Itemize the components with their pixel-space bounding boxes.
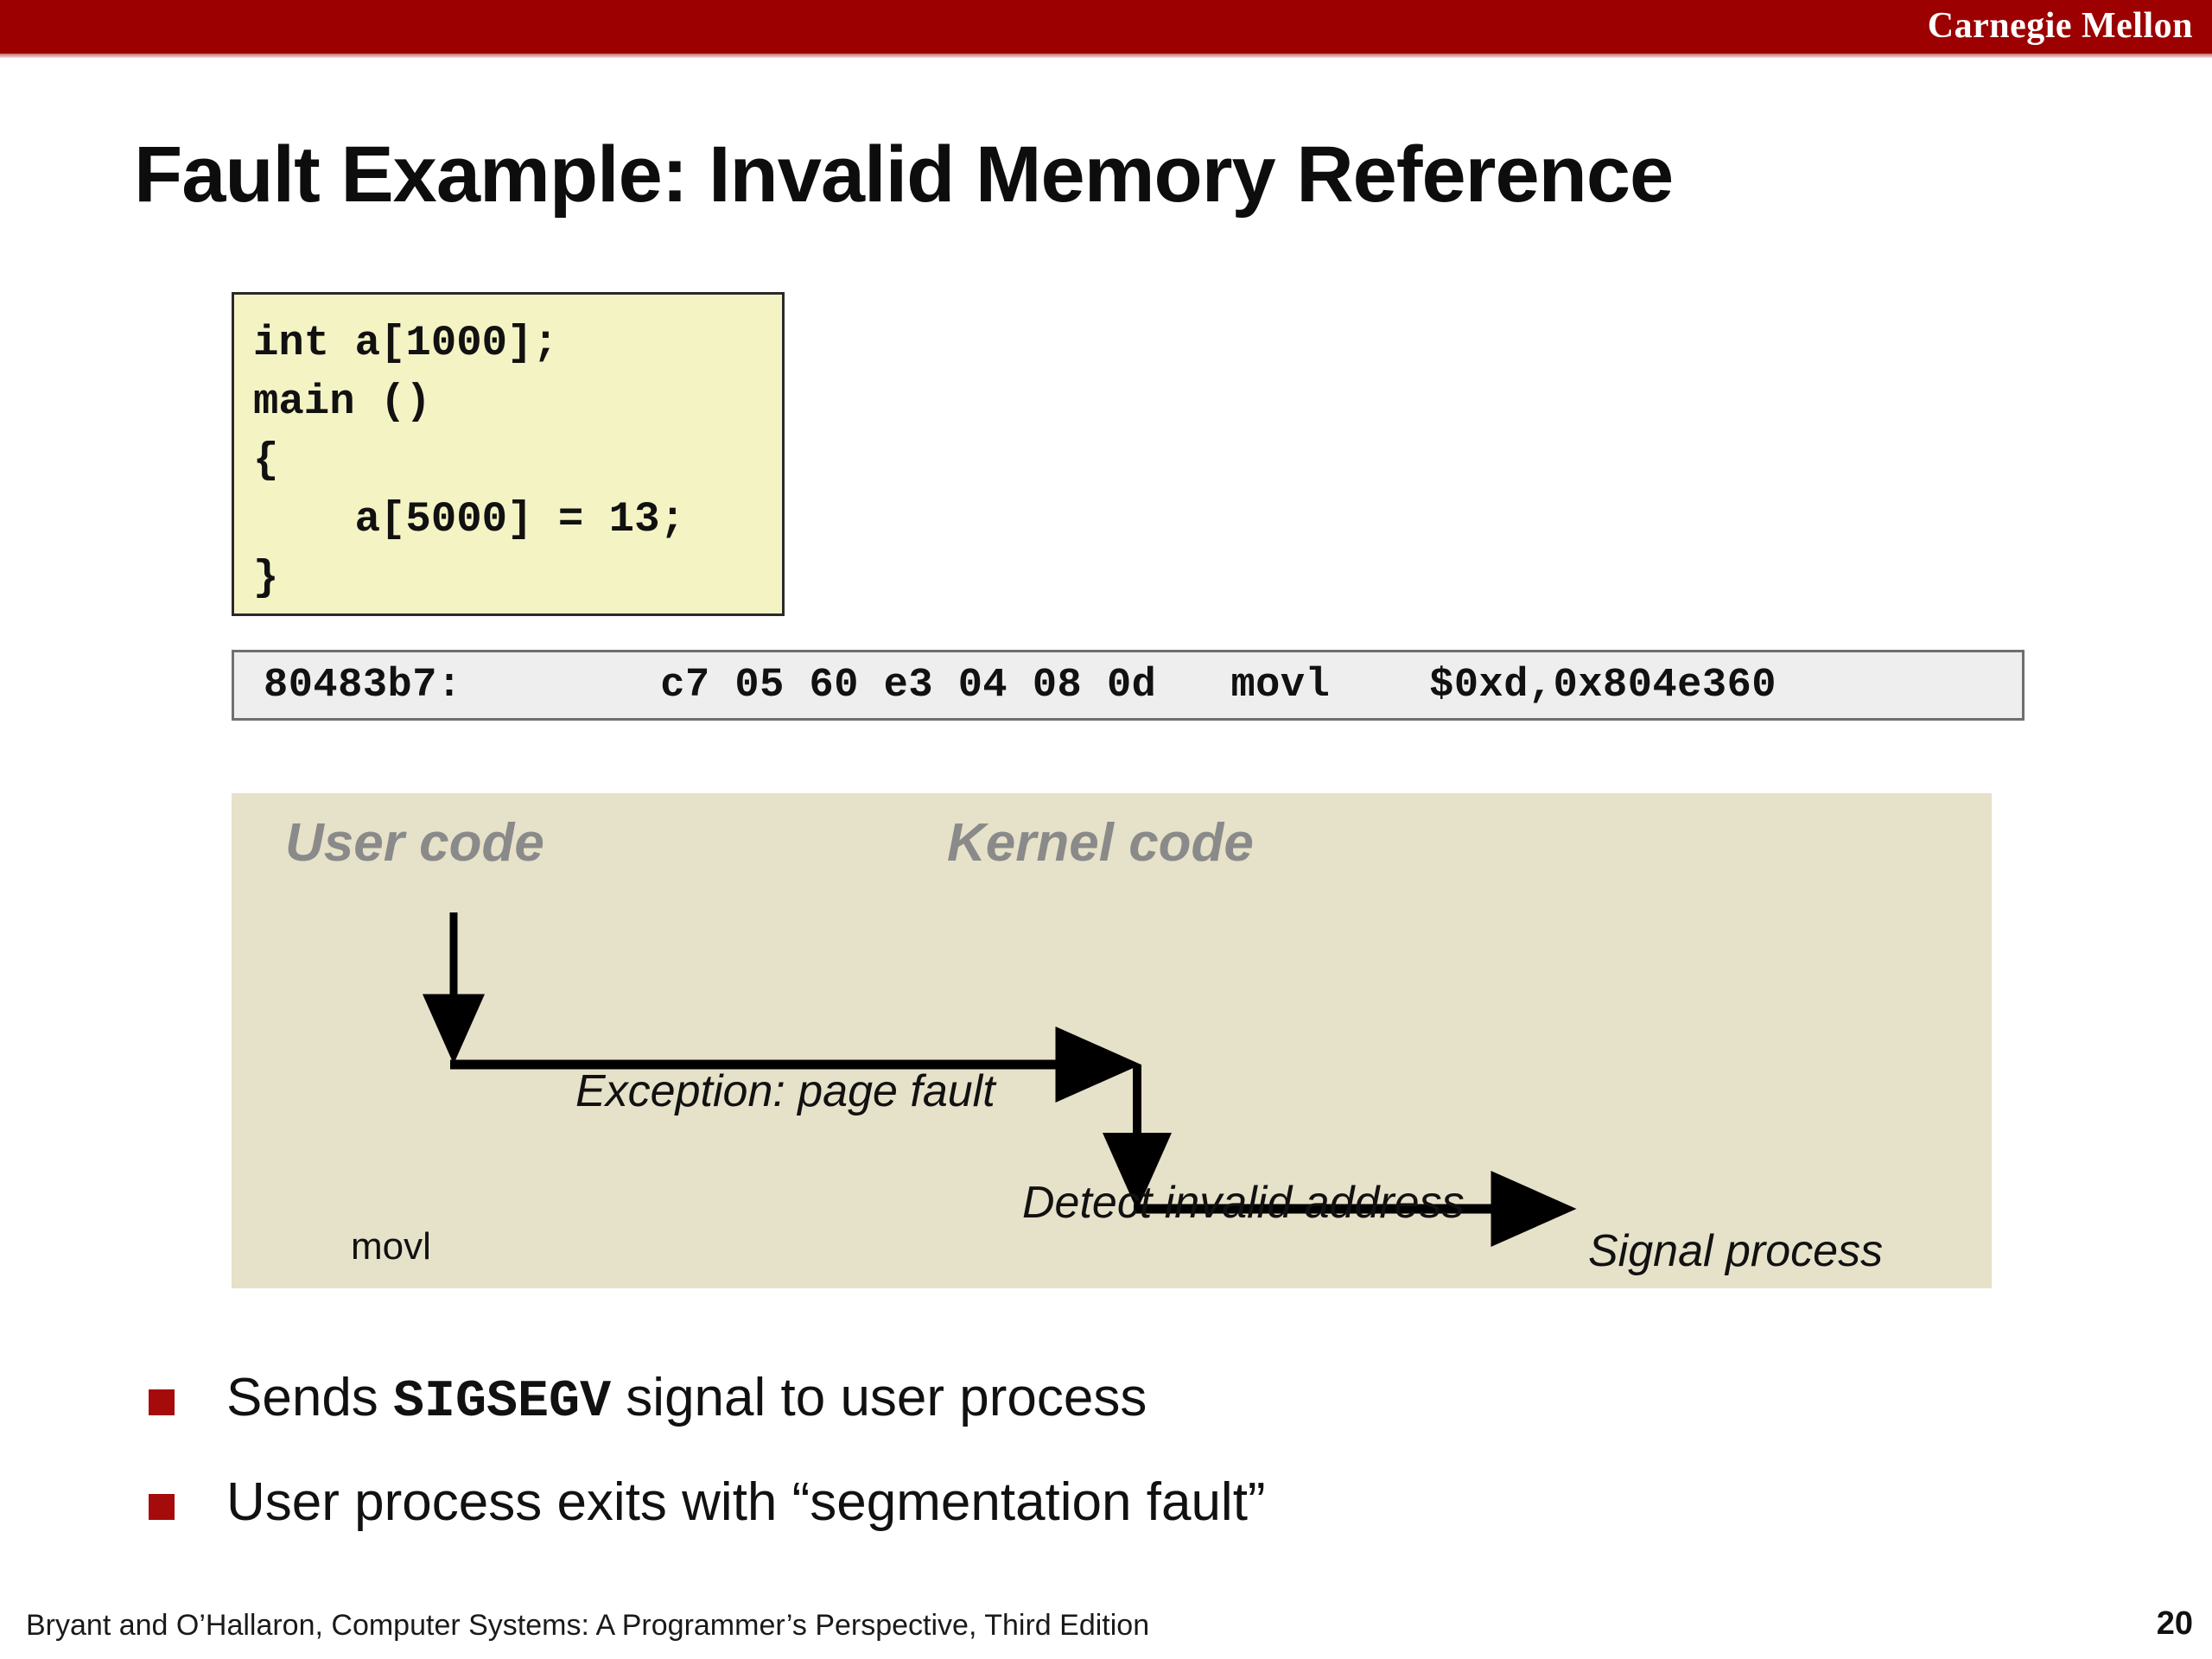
code-line: } xyxy=(253,554,279,602)
code-line: int a[1000]; xyxy=(253,319,558,367)
bullet-text: Sends SIGSEGV signal to user process xyxy=(226,1363,1147,1437)
header-band xyxy=(0,0,2212,54)
lane-label-user-code: User code xyxy=(285,813,544,873)
diagram-label-movl: movl xyxy=(351,1225,431,1268)
bullet-list: Sends SIGSEGV signal to user process Use… xyxy=(149,1363,2050,1573)
code-line: { xyxy=(253,436,279,485)
bullet-text-before: Sends xyxy=(226,1368,394,1427)
c-code-box: int a[1000]; main () { a[5000] = 13; } xyxy=(232,292,785,616)
assembly-line: 80483b7: c7 05 60 e3 04 08 0d movl $0xd,… xyxy=(264,662,1777,709)
page-number: 20 xyxy=(2156,1605,2193,1642)
page-title: Fault Example: Invalid Memory Reference xyxy=(134,130,1674,219)
diagram-note-exception: Exception: page fault xyxy=(575,1066,995,1116)
lane-label-kernel-code: Kernel code xyxy=(947,813,1254,873)
diagram-arrows xyxy=(423,912,1577,1247)
diagram-note-detect-invalid-address: Detect invalid address xyxy=(1022,1178,1465,1228)
list-item: Sends SIGSEGV signal to user process xyxy=(149,1363,2050,1437)
bullet-text-after: signal to user process xyxy=(611,1368,1147,1427)
carnegie-mellon-logo: Carnegie Mellon xyxy=(1927,6,2193,46)
bullet-text-before: User process exits with “segmentation fa… xyxy=(226,1472,1266,1532)
bullet-text-mono: SIGSEGV xyxy=(393,1373,612,1432)
diagram-note-signal-process: Signal process xyxy=(1588,1226,1884,1276)
code-line: main () xyxy=(253,378,431,426)
bullet-square-icon xyxy=(149,1389,175,1415)
list-item: User process exits with “segmentation fa… xyxy=(149,1468,2050,1541)
footer-citation: Bryant and O’Hallaron, Computer Systems:… xyxy=(26,1609,1150,1642)
exception-flow-diagram: User code Kernel code movl Exception: pa… xyxy=(232,793,1992,1288)
header-underline xyxy=(0,54,2212,58)
bullet-text: User process exits with “segmentation fa… xyxy=(226,1468,1266,1541)
code-line: a[5000] = 13; xyxy=(253,495,685,543)
assembly-listing-box: 80483b7: c7 05 60 e3 04 08 0d movl $0xd,… xyxy=(232,650,2024,721)
bullet-square-icon xyxy=(149,1494,175,1520)
